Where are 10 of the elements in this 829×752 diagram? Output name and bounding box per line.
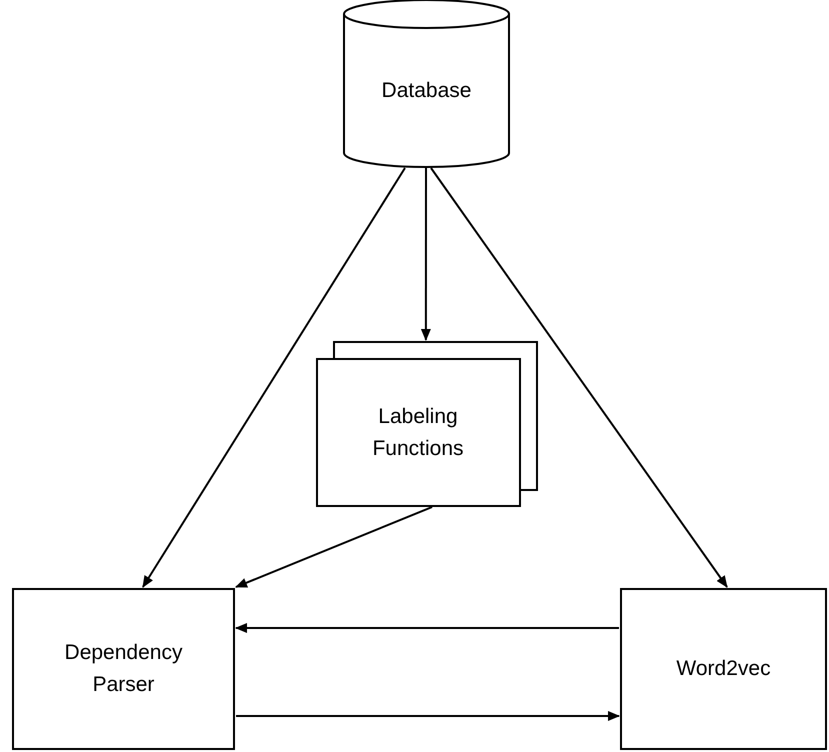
node-label: Labeling Functions [371, 404, 465, 462]
node-label: Database [382, 78, 472, 104]
arrow [235, 623, 619, 634]
arrow [236, 710, 620, 721]
node-label: Word2vec [676, 656, 771, 682]
arrow [430, 167, 728, 588]
arrow [420, 168, 431, 341]
arrow [235, 506, 432, 588]
arrow [142, 167, 406, 588]
node-label: Dependency Parser [64, 640, 184, 698]
